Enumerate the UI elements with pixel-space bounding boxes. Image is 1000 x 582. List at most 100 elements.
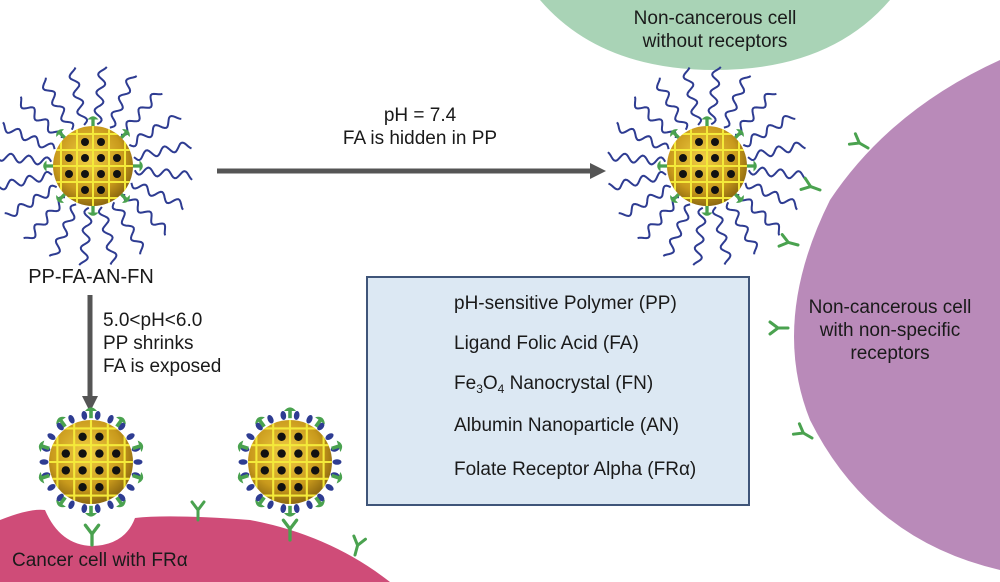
polymer-chain (711, 206, 732, 265)
shrunk-polymer (267, 500, 274, 510)
nanocrystal-dot (311, 449, 320, 458)
polymer-chain (707, 66, 722, 126)
nanocrystal-dot (65, 154, 73, 162)
nanocrystal-dot (277, 483, 286, 492)
folic-acid-ligand (132, 440, 144, 452)
polymer-chain (128, 114, 182, 148)
folic-acid-ligand (85, 407, 97, 419)
nanocrystal-dot (95, 432, 104, 441)
shrunk-polymer (47, 484, 56, 491)
shrunk-polymer (94, 504, 101, 513)
shrunk-polymer (107, 500, 114, 510)
folic-acid-ligand (331, 440, 343, 452)
plain-cell-label: Non-cancerous cell without receptors (600, 7, 830, 53)
nanocrystal-dot (97, 170, 105, 178)
polymer-chain (747, 141, 806, 162)
polymer-chain (4, 184, 58, 218)
folic-acid-ligand (115, 496, 126, 508)
plain-cell-label-line2: without receptors (642, 31, 788, 52)
folate-receptor (777, 233, 800, 248)
shrunk-polymer (280, 504, 287, 513)
folic-acid-ligand (120, 129, 130, 139)
albumin-nanoparticle (49, 420, 133, 504)
nanocrystal-dot (65, 170, 73, 178)
folic-acid-ligand (284, 505, 296, 517)
non-cancerous-cell-without-receptors (540, 0, 890, 70)
nanocrystal-dot (95, 466, 104, 475)
shrunk-polymer (126, 433, 135, 440)
polymer-chain (633, 96, 677, 139)
shrunk-polymer (325, 484, 334, 491)
shrunk-polymer (246, 433, 255, 440)
nanocrystal-dot (81, 154, 89, 162)
nanocrystal-dot (113, 170, 121, 178)
legend-item-receptor: Folate Receptor Alpha (FRα) (368, 450, 748, 490)
nanocrystal-dot (711, 186, 719, 194)
polymer-chain (19, 96, 63, 139)
fe-text: Fe (454, 373, 477, 394)
folic-acid-ligand (314, 416, 325, 428)
nanocrystal-dot (97, 154, 105, 162)
polymer-chain (618, 184, 672, 218)
initial-nanoparticle (0, 66, 193, 266)
folic-acid-ligand (56, 496, 67, 508)
folic-acid-ligand (734, 129, 744, 139)
polymer-chain (725, 201, 759, 255)
folic-acid-ligand (734, 193, 744, 203)
cancer-cell-label: Cancer cell with FRα (12, 550, 188, 571)
shrunk-polymer (107, 414, 114, 424)
non-cancerous-cell-with-receptors (794, 60, 1000, 570)
folic-acid-ligand (132, 472, 144, 484)
polymer-chain (682, 67, 703, 126)
nanocrystal-dot (97, 138, 105, 146)
nanocrystal-dot (61, 449, 70, 458)
nanocrystal-dot (695, 138, 703, 146)
shrunk-polymer (81, 504, 88, 513)
polymer-chain (0, 170, 53, 191)
polymer-chain (734, 92, 777, 136)
nanocrystal-dot (97, 186, 105, 194)
polymer-chain (97, 206, 118, 265)
receptor-cell-label: Non-cancerous cell with non-specific rec… (780, 296, 1000, 365)
nanocrystal-dot (727, 154, 735, 162)
albumin-nanoparticle (667, 126, 747, 206)
polymer-chain (637, 196, 680, 240)
nanocrystal-dot (311, 466, 320, 475)
nanocrystal-dot (113, 154, 121, 162)
nanocrystal-dot (78, 466, 87, 475)
folic-acid-ligand (56, 416, 67, 428)
arrow-down (82, 295, 98, 412)
nanocrystal-dot (727, 170, 735, 178)
legend-box: pH-sensitive Polymer (PP) Ligand Folic A… (366, 276, 750, 506)
polymer-chain (742, 114, 796, 148)
shrunk-polymer (133, 459, 143, 465)
o-text: O (482, 373, 498, 394)
nanocrystal-dot (679, 170, 687, 178)
nanocrystal-suffix: Nanocrystal (FN) (504, 373, 654, 394)
shrunk-polymer (280, 411, 287, 420)
folic-acid-ligand (657, 160, 668, 172)
nanocrystal-dot (112, 449, 121, 458)
nanocrystal-dot (277, 449, 286, 458)
nanocrystal-dot (711, 170, 719, 178)
nanocrystal-dot (81, 170, 89, 178)
legend-item-albumin: Albumin Nanoparticle (AN) (368, 406, 748, 446)
folic-acid-ligand (746, 160, 757, 172)
receptor-cell-label-line1: Non-cancerous cell (808, 297, 972, 318)
shrunk-polymer (39, 459, 49, 465)
albumin-nanoparticle (248, 420, 332, 504)
shrunk-polymer (238, 459, 248, 465)
polymer-chain (93, 66, 108, 126)
folic-acid-ligand (87, 205, 99, 216)
folic-acid-ligand (314, 496, 325, 508)
legend-item-polymer: pH-sensitive Polymer (PP) (368, 284, 748, 324)
polymer-chain (616, 121, 670, 150)
legend-text-polymer: pH-sensitive Polymer (PP) (454, 293, 677, 314)
acidic-ph-range: 5.0<pH<6.0 (103, 310, 203, 331)
polymer-chain (109, 75, 138, 129)
nanocrystal-dot (78, 432, 87, 441)
polymer-chain (607, 151, 667, 166)
polymer-chain (111, 201, 145, 255)
nanocrystal-dot (61, 466, 70, 475)
folic-acid-ligand (331, 472, 343, 484)
